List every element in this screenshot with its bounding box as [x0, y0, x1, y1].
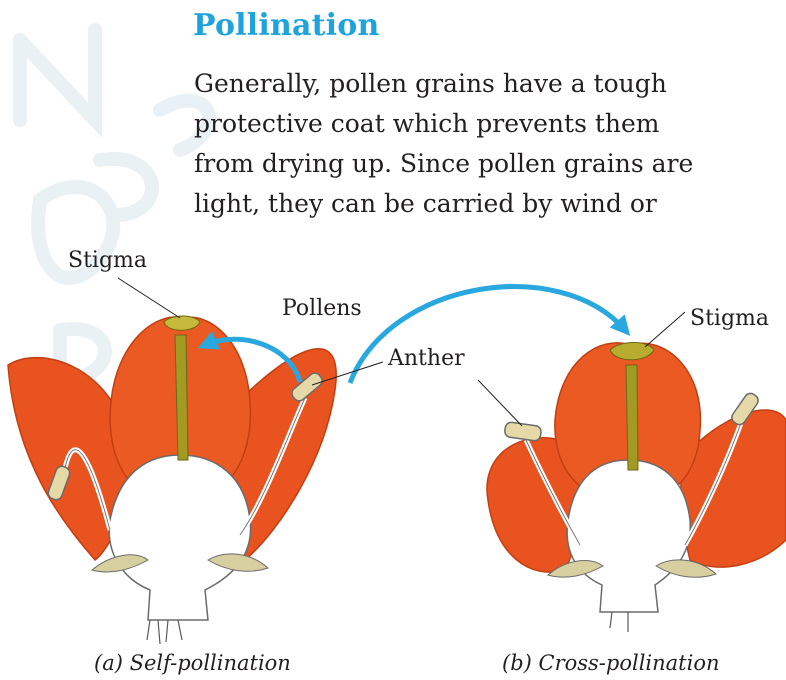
- caption-cross-pollination: (b) Cross-pollination: [502, 651, 720, 675]
- leader-stigma-right: [645, 312, 685, 347]
- receptacle: [109, 455, 250, 620]
- caption-self-pollination: (a) Self-pollination: [94, 651, 291, 675]
- label-stigma-left: Stigma: [68, 248, 147, 273]
- receptacle: [567, 460, 690, 612]
- label-pollens: Pollens: [282, 296, 362, 321]
- label-stigma-right: Stigma: [690, 306, 769, 331]
- leader-anther-right: [478, 380, 522, 426]
- stalk-hairs: [147, 620, 182, 644]
- flower-self-pollination: [8, 316, 336, 644]
- leader-stigma-left: [118, 278, 180, 318]
- anther: [504, 422, 542, 442]
- stalk-hairs: [610, 612, 628, 632]
- label-anther: Anther: [388, 346, 465, 371]
- style: [626, 365, 638, 470]
- flower-cross-pollination: [487, 343, 786, 633]
